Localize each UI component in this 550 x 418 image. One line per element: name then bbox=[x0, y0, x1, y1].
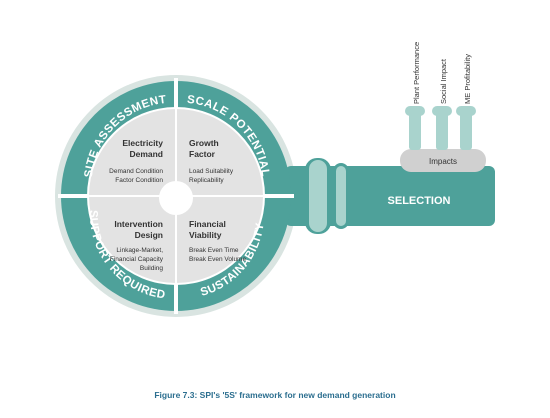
impact-stalk-2-bar bbox=[436, 112, 448, 150]
quadrant-detail: Financial Capacity bbox=[110, 256, 164, 263]
impact-stalk-3-cap bbox=[456, 106, 476, 116]
impact-stalk-2-cap bbox=[432, 106, 452, 116]
impact-me-profitability: ME Profitability bbox=[463, 54, 472, 104]
quadrant-detail: Linkage-Market, bbox=[116, 247, 163, 254]
quadrant-title: Intervention bbox=[114, 219, 163, 229]
quadrant-detail: Replicability bbox=[189, 177, 224, 184]
impact-stalk-3-bar bbox=[460, 112, 472, 150]
quadrant-title: Demand bbox=[129, 149, 163, 159]
quadrant-detail: Factor Condition bbox=[115, 177, 163, 184]
impact-stalk-1-cap bbox=[405, 106, 425, 116]
quadrant-financial-viability: Financial Viability Break Even Time Brea… bbox=[189, 219, 246, 263]
impacts-label: Impacts bbox=[429, 157, 457, 166]
quadrant-detail: Break Even Volume bbox=[189, 256, 246, 263]
quadrant-title: Design bbox=[135, 230, 163, 240]
impacts-box bbox=[400, 149, 486, 172]
quadrant-growth-factor: Growth Factor Load Suitability Replicabi… bbox=[189, 138, 234, 184]
impact-stalk-1-bar bbox=[409, 112, 421, 150]
impact-social-impact: Social Impact bbox=[439, 58, 448, 104]
impacts-group: Impacts Plant Performance Social Impact … bbox=[400, 42, 486, 172]
impact-stalk-3: ME Profitability bbox=[456, 54, 476, 150]
impact-stalk-2: Social Impact bbox=[432, 58, 452, 150]
impact-stalk-1: Plant Performance bbox=[405, 42, 425, 150]
quadrant-title: Factor bbox=[189, 149, 216, 159]
quadrant-title: Financial bbox=[189, 219, 226, 229]
center-hole bbox=[159, 181, 193, 215]
handle-ring-2-inner bbox=[336, 166, 346, 226]
quadrant-title: Viability bbox=[189, 230, 222, 240]
quadrant-detail: Load Suitability bbox=[189, 168, 234, 175]
quadrant-detail: Building bbox=[140, 265, 164, 272]
quadrant-intervention-design: Intervention Design Linkage-Market, Fina… bbox=[110, 219, 164, 272]
quadrant-title: Electricity bbox=[122, 138, 163, 148]
selection-label: SELECTION bbox=[388, 195, 451, 207]
figure-caption: Figure 7.3: SPI's '5S' framework for new… bbox=[154, 390, 396, 400]
quadrant-detail: Demand Condition bbox=[109, 168, 163, 175]
quadrant-detail: Break Even Time bbox=[189, 247, 239, 254]
quadrant-title: Growth bbox=[189, 138, 219, 148]
quadrant-electricity-demand: Electricity Demand Demand Condition Fact… bbox=[109, 138, 163, 184]
impact-plant-performance: Plant Performance bbox=[412, 42, 421, 104]
handle-ring-1-inner bbox=[309, 160, 327, 232]
selection-handle: SELECTION bbox=[285, 158, 495, 234]
